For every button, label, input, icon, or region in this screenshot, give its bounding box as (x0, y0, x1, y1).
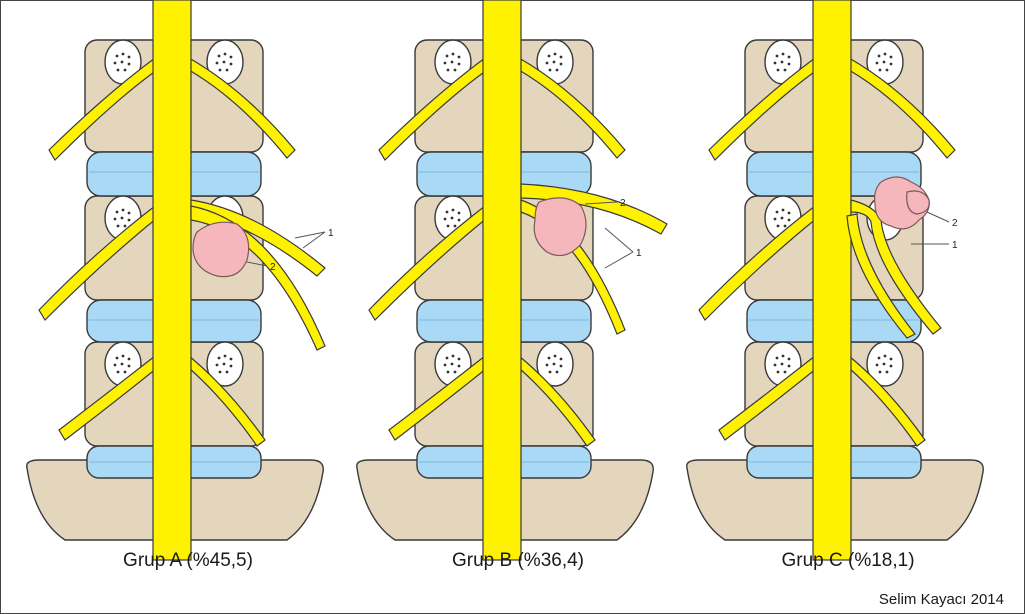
panel-group-c: 2 1 (687, 0, 984, 560)
caption-group-a: Grup A (%45,5) (123, 550, 253, 571)
panel-group-b: 2 1 (357, 0, 667, 560)
tumor-mass (534, 198, 586, 256)
label-2: 2 (270, 262, 276, 273)
spine-illustration (687, 0, 984, 560)
label-1: 1 (636, 248, 642, 259)
caption-group-b: Grup B (%36,4) (452, 550, 584, 571)
author-credit: Selim Kayacı 2014 (879, 591, 1004, 608)
caption-group-c: Grup C (%18,1) (781, 550, 914, 571)
label-2: 2 (952, 218, 958, 229)
spine-illustration (357, 0, 654, 560)
label-1: 1 (952, 240, 958, 251)
panel-group-a: 1 2 (27, 0, 334, 560)
label-1: 1 (328, 228, 334, 239)
label-2: 2 (620, 198, 626, 209)
tumor-mass (193, 222, 249, 276)
